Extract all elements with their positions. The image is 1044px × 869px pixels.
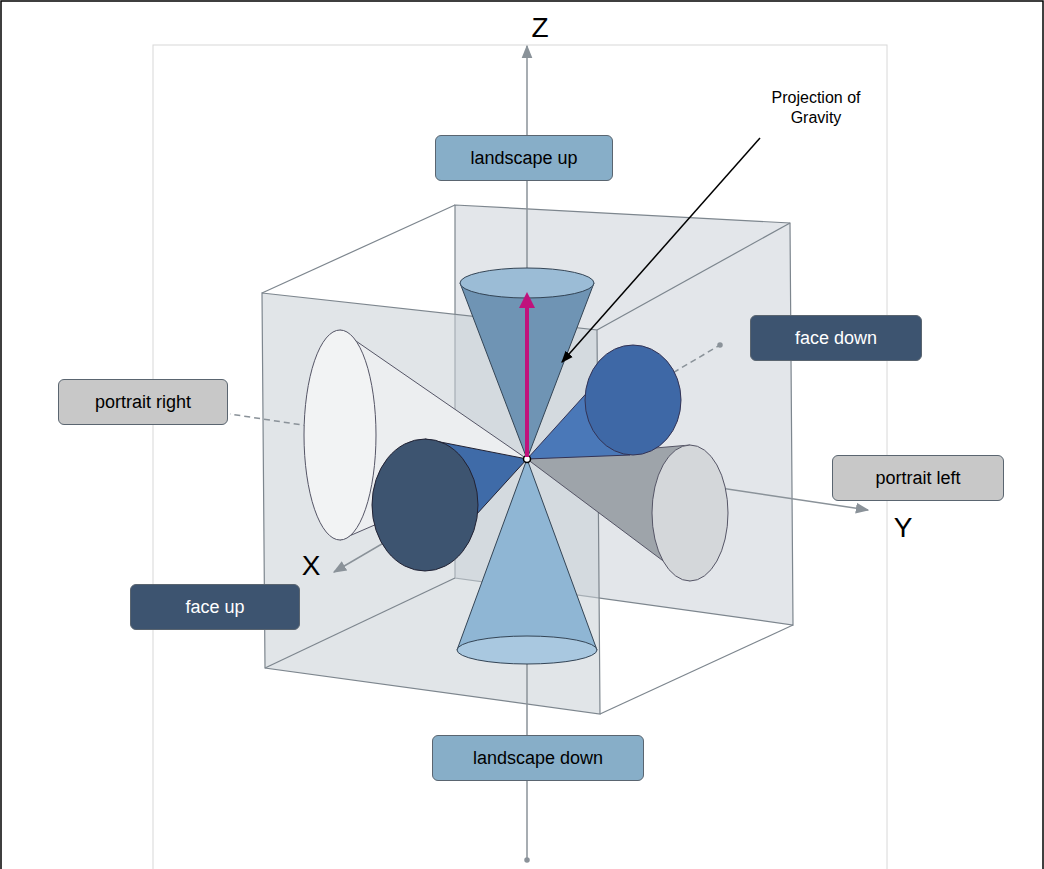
box-label: face up (185, 596, 244, 618)
cone-face-up (372, 439, 527, 571)
landscape-up-box: landscape up (435, 135, 613, 181)
callout-label: Projection of Gravity (761, 88, 871, 128)
landscape-down-box: landscape down (432, 735, 644, 781)
box-label: face down (795, 327, 877, 349)
inner-frame (153, 45, 887, 869)
box-label: landscape down (473, 747, 603, 769)
axis-label: Y (894, 510, 913, 545)
axis-label: X (302, 548, 321, 583)
cube (262, 205, 793, 714)
box-label: portrait right (95, 391, 191, 413)
gravity-arrow (525, 300, 529, 457)
face-down-box: face down (750, 315, 922, 361)
box-label: portrait left (875, 467, 960, 489)
face-up-box: face up (130, 584, 300, 630)
portrait-left-box: portrait left (832, 455, 1004, 501)
portrait-right-box: portrait right (58, 379, 228, 425)
axis-label: Z (531, 10, 548, 45)
box-label: landscape up (470, 147, 577, 169)
axes (230, 46, 868, 862)
